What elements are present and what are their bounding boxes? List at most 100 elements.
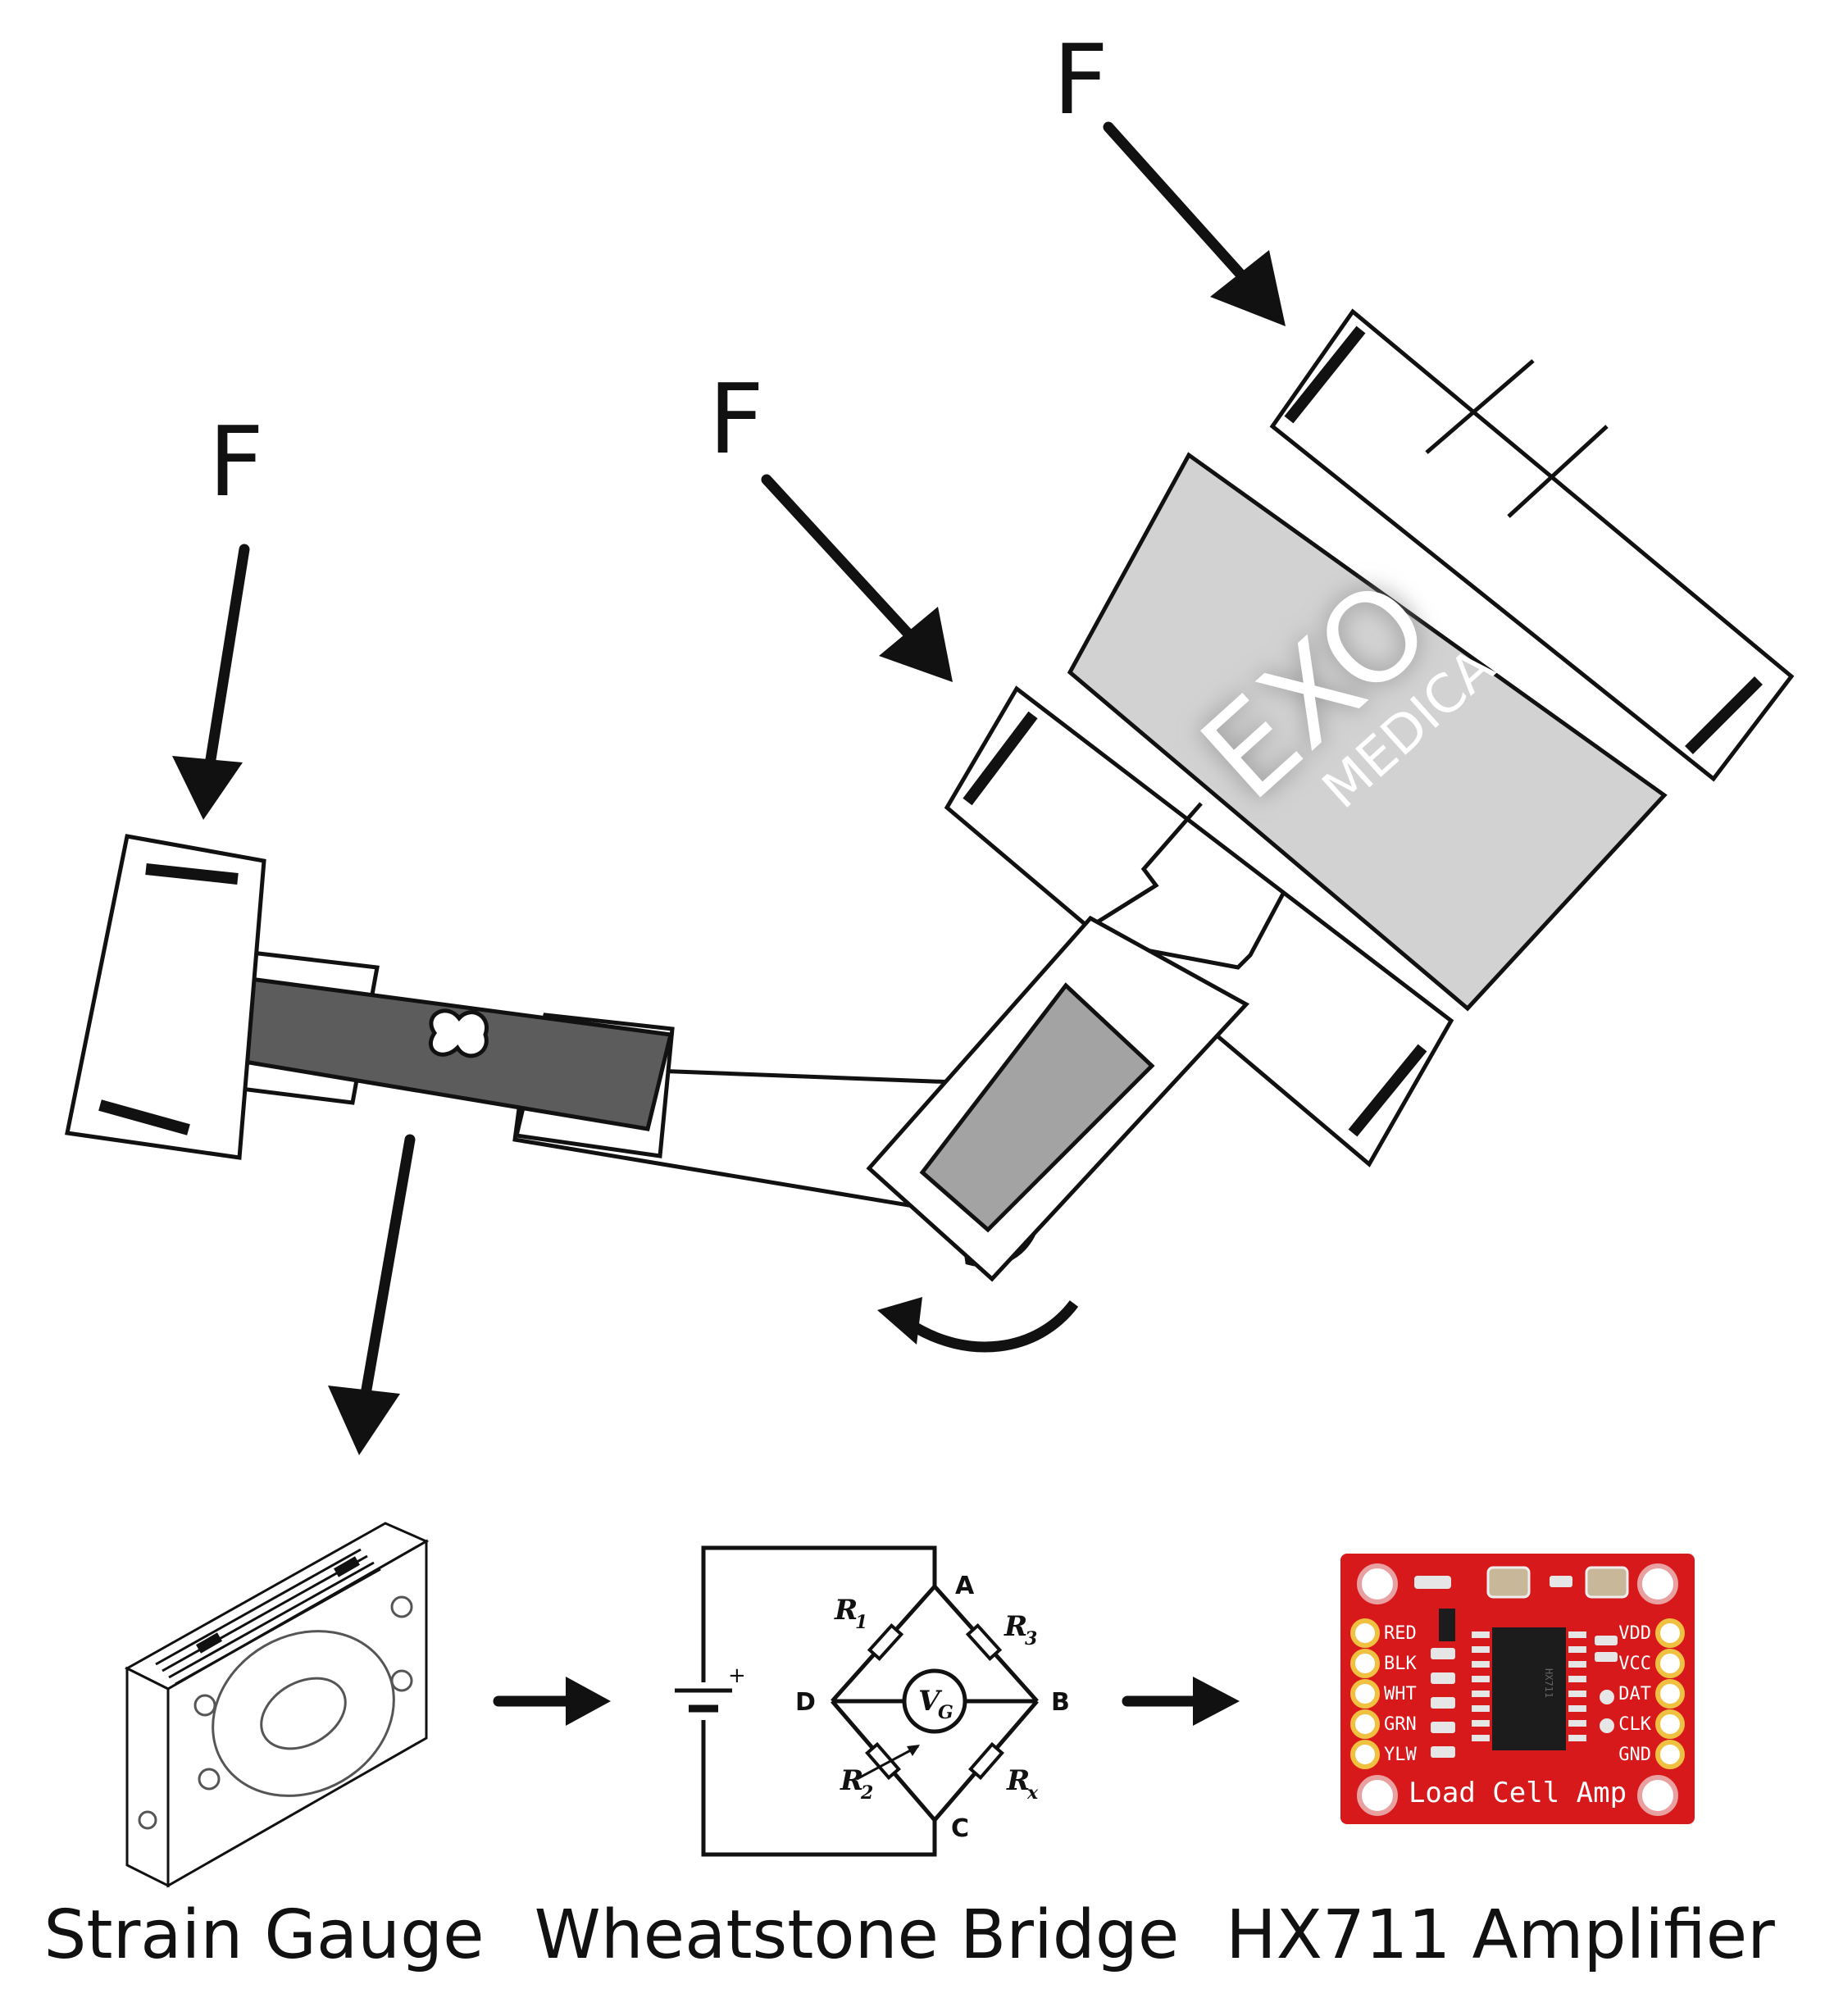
- pin-label-blk: BLK: [1384, 1654, 1417, 1674]
- upper-arm-strap-inner-mark-left: [963, 711, 1038, 806]
- resistor-r2-subscript: 2: [860, 1782, 873, 1804]
- test-pad: [1600, 1690, 1614, 1704]
- chip-marking: HX711: [1543, 1668, 1554, 1698]
- strain-gauge-element: [196, 1632, 222, 1654]
- strain-gauge-cavity-inner: [260, 1677, 347, 1750]
- force-label-middle: F: [708, 362, 764, 476]
- chip-pins-left: [1472, 1631, 1490, 1741]
- hand-plate-mark-top: [145, 863, 239, 885]
- resistor-r2-label: R: [840, 1764, 863, 1797]
- strain-gauge-wire: [162, 1554, 368, 1672]
- upper-arm-strap-outer-mark-left: [1284, 325, 1366, 424]
- hx711-chip: [1492, 1627, 1566, 1750]
- upper-arm-strap-outer-divider-1: [1425, 359, 1535, 454]
- smd-resistor: [1414, 1576, 1451, 1589]
- rotation-arrowhead: [877, 1297, 922, 1345]
- node-b-label: B: [1051, 1688, 1070, 1717]
- caption-strain-gauge: Strain Gauge: [43, 1896, 484, 1974]
- strain-gauge-wire: [155, 1548, 362, 1666]
- resistor-r3-label: R: [1004, 1610, 1027, 1643]
- bridge-return-wire: [701, 1720, 937, 1857]
- chip-pins-right: [1568, 1631, 1586, 1741]
- smd-resistor: [1550, 1576, 1572, 1587]
- board-label: Load Cell Amp: [1409, 1777, 1627, 1809]
- upper-arm-strap-outer: [1269, 308, 1795, 782]
- resistor-r2-variable-arrow: [856, 1745, 919, 1781]
- strain-gauge-bolt-hole: [138, 1810, 157, 1830]
- strain-gauge-element: [334, 1556, 360, 1577]
- resistor-r1: [867, 1622, 904, 1662]
- exoskeleton-device: EXO EXO MEDICAL: [65, 308, 1795, 1353]
- smd-components-left: [1431, 1648, 1455, 1758]
- mounting-hole: [1637, 1775, 1678, 1816]
- arrow-bridge-to-amplifier: [1122, 1677, 1240, 1726]
- hand-plate: [65, 834, 266, 1160]
- pin-label-red: RED: [1384, 1623, 1417, 1644]
- bridge-supply-wire: [701, 1545, 937, 1682]
- mounting-hole: [1357, 1775, 1398, 1816]
- right-pin-header: [1655, 1618, 1685, 1769]
- caption-hx711-amplifier: HX711 Amplifier: [1226, 1896, 1775, 1974]
- upper-arm-strap-inner-mark-right: [1348, 1044, 1427, 1137]
- node-a-label: A: [955, 1572, 975, 1600]
- hand-plate-mark-bottom: [98, 1099, 190, 1135]
- resistor-r1-label: R: [834, 1594, 858, 1627]
- galvanometer-subscript: G: [938, 1702, 953, 1723]
- transistor: [1439, 1609, 1455, 1641]
- node-c-label: C: [951, 1814, 969, 1843]
- resistor-r2-variable-arrowhead: [907, 1745, 920, 1756]
- pin-label-grn: GRN: [1384, 1714, 1417, 1735]
- strain-gauge-wire: [168, 1561, 375, 1679]
- mounting-hole: [1357, 1563, 1398, 1604]
- caption-wheatstone-bridge: Wheatstone Bridge: [535, 1896, 1180, 1974]
- force-arrow-right: [1103, 121, 1286, 326]
- strain-gauge-front: [125, 1666, 170, 1888]
- node-d-label: D: [795, 1688, 816, 1717]
- elbow-actuator-insert: [919, 982, 1155, 1233]
- pin-label-vcc: VCC: [1618, 1654, 1651, 1674]
- smd-components-right: [1595, 1636, 1618, 1662]
- strain-gauge-illustration: [124, 1522, 430, 1888]
- force-label-left: F: [208, 405, 264, 518]
- resistor-rx-subscript: x: [1026, 1782, 1039, 1804]
- strain-gauge-bolt-hole: [390, 1669, 413, 1692]
- capacitor: [1585, 1566, 1629, 1599]
- wheatstone-bridge-circuit: + V G A B C D R 1 R 3 R 2 R x: [675, 1545, 1070, 1857]
- strain-gauge-bolt-hole: [193, 1694, 216, 1717]
- galvanometer: [902, 1668, 967, 1734]
- load-cell-hole: [428, 1008, 489, 1058]
- rotation-arrow: [907, 1300, 1079, 1353]
- resistor-rx-label: R: [1006, 1764, 1030, 1797]
- force-arrow-middle: [761, 474, 953, 682]
- hx711-board: HX711: [1340, 1554, 1695, 1824]
- mounting-hole: [1637, 1563, 1678, 1604]
- resistor-r1-subscript: 1: [855, 1612, 867, 1633]
- pin-label-clk: CLK: [1618, 1714, 1651, 1735]
- pin-label-wht: WHT: [1384, 1684, 1417, 1704]
- pin-label-ylw: YLW: [1384, 1745, 1417, 1765]
- capacitor: [1486, 1566, 1531, 1599]
- left-pin-header: [1350, 1618, 1380, 1769]
- pin-label-dat: DAT: [1618, 1684, 1651, 1704]
- galvanometer-label: V: [918, 1685, 943, 1718]
- resistor-r3: [965, 1622, 1003, 1662]
- pin-label-gnd: GND: [1618, 1745, 1651, 1765]
- upper-arm-strap-inner: [944, 685, 1454, 1167]
- arrow-gauge-to-bridge: [493, 1677, 611, 1726]
- resistor-r2: [865, 1741, 901, 1781]
- force-label-right: F: [1053, 23, 1108, 136]
- strain-gauge-wire: [175, 1568, 381, 1686]
- resistor-r3-subscript: 3: [1025, 1628, 1037, 1650]
- test-pad: [1600, 1718, 1614, 1733]
- pin-label-vdd: VDD: [1618, 1623, 1651, 1644]
- motor-housing: [1067, 452, 1668, 1012]
- battery-plus-sign: +: [728, 1663, 746, 1688]
- upper-arm-strap-outer-divider-2: [1507, 425, 1609, 518]
- arrow-to-strain-gauge: [328, 1134, 416, 1455]
- upper-arm-strap-outer-mark-right: [1685, 676, 1763, 754]
- strain-gauge-bolt-hole: [198, 1768, 221, 1791]
- force-arrow-left: [172, 544, 250, 820]
- strain-gauge-bolt-hole: [390, 1595, 413, 1618]
- resistor-rx: [968, 1741, 1004, 1781]
